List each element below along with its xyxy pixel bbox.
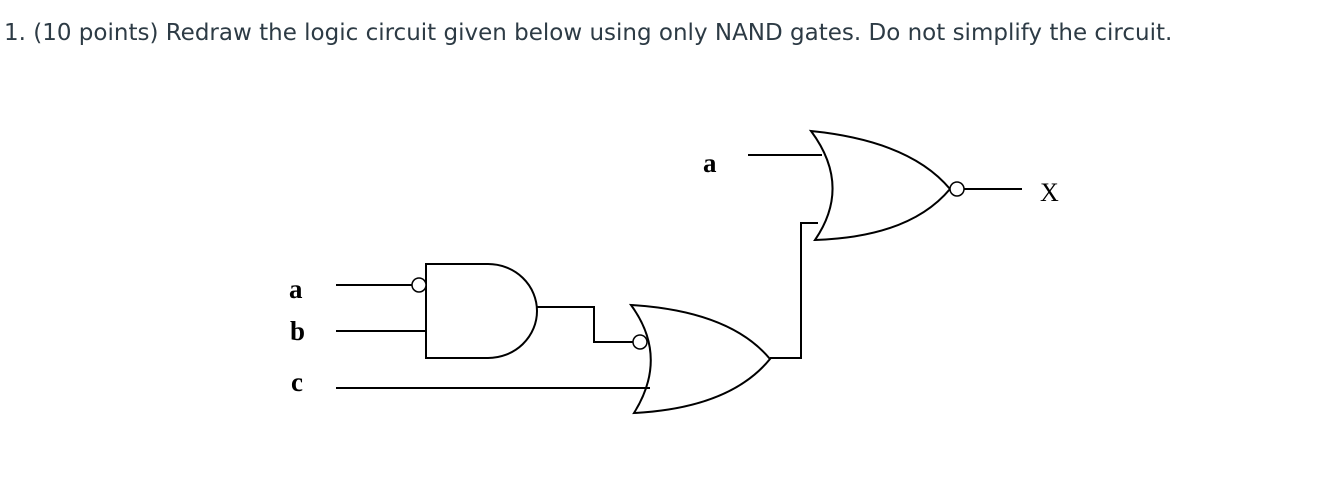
nor-gate — [808, 129, 952, 242]
nor-output-bubble — [949, 181, 965, 197]
input-label-a: a — [289, 274, 303, 304]
inverter-bubble-and-input — [411, 277, 427, 293]
output-label-x: X — [1040, 178, 1059, 207]
inverter-bubble-or-input — [632, 334, 648, 350]
input-label-a-top: a — [703, 148, 717, 178]
input-label-c: c — [291, 367, 303, 397]
question-text: 1. (10 points) Redraw the logic circuit … — [4, 20, 1173, 46]
or-gate — [628, 303, 772, 415]
and-gate — [425, 263, 538, 359]
wire-and-to-or — [536, 306, 633, 343]
wire-or-to-nor — [770, 222, 818, 359]
input-label-b: b — [290, 316, 305, 346]
